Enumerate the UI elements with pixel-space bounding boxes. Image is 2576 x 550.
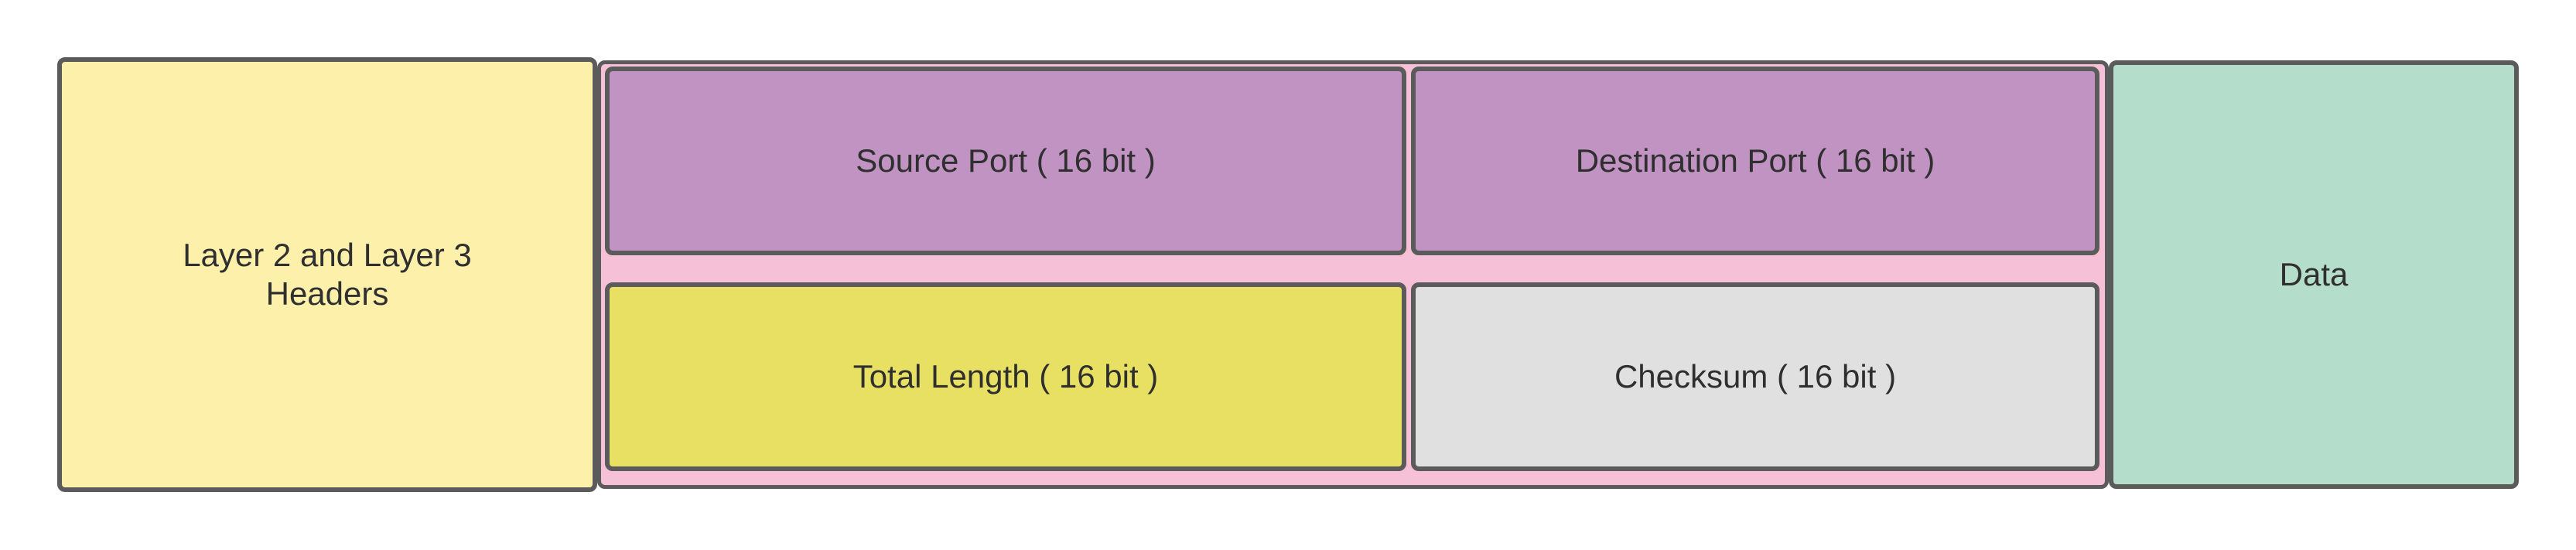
total-length-label: Total Length ( 16 bit ) bbox=[852, 358, 1159, 395]
layer2-layer3-headers-label: Layer 2 and Layer 3 Headers bbox=[183, 236, 472, 313]
data-label: Data bbox=[2279, 256, 2349, 292]
layer2-layer3-headers-line1: Layer 2 and Layer 3 bbox=[183, 237, 472, 273]
checksum-label: Checksum ( 16 bit ) bbox=[1614, 358, 1897, 395]
layer2-layer3-headers-line2: Headers bbox=[265, 275, 389, 312]
checksum-field: Checksum ( 16 bit ) bbox=[1411, 282, 2099, 471]
layer2-layer3-headers-block: Layer 2 and Layer 3 Headers bbox=[57, 57, 597, 492]
data-block: Data bbox=[2109, 60, 2519, 489]
source-port-label: Source Port ( 16 bit ) bbox=[856, 142, 1156, 179]
destination-port-field: Destination Port ( 16 bit ) bbox=[1411, 67, 2099, 255]
destination-port-label: Destination Port ( 16 bit ) bbox=[1575, 142, 1935, 179]
source-port-field: Source Port ( 16 bit ) bbox=[605, 67, 1406, 255]
total-length-field: Total Length ( 16 bit ) bbox=[605, 282, 1406, 471]
